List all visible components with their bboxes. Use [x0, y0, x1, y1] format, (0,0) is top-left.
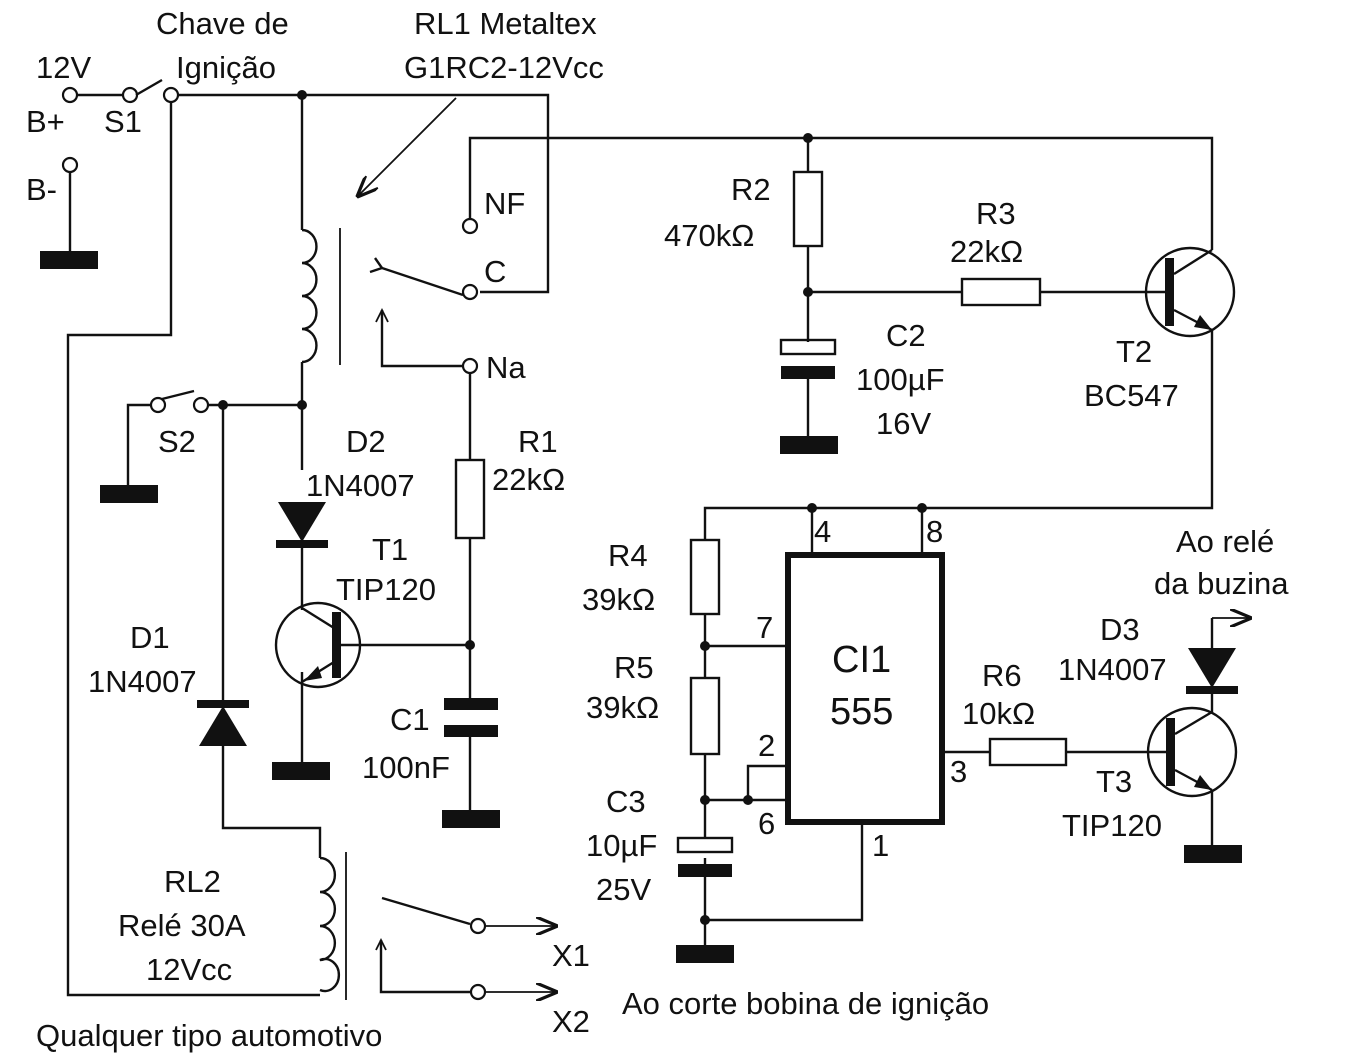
label-d2-part: 1N4007 [306, 468, 415, 503]
ignition-switch-s1 [121, 78, 180, 104]
label-pin-4: 4 [814, 514, 831, 549]
label-ic-name: CI1 [832, 639, 891, 681]
label-ignition-key-2: Ignição [176, 50, 276, 85]
label-r4-name: R4 [608, 538, 648, 573]
label-c3-voltage: 25V [596, 872, 651, 907]
label-t2-part: BC547 [1084, 378, 1179, 413]
label-d1-part: 1N4007 [88, 664, 197, 699]
label-r4-value: 39kΩ [582, 582, 655, 617]
battery-terminals [40, 86, 98, 269]
label-pin-1: 1 [872, 828, 889, 863]
label-r3-name: R3 [976, 196, 1016, 231]
label-d3-name: D3 [1100, 612, 1140, 647]
label-ignition-key-1: Chave de [156, 6, 289, 41]
label-c1-value: 100nF [362, 750, 450, 785]
label-pin-7: 7 [756, 610, 773, 645]
junctions [218, 90, 927, 925]
label-r5-value: 39kΩ [586, 690, 659, 725]
label-ignition-coil-cut: Ao corte bobina de ignição [622, 986, 989, 1021]
label-t1-name: T1 [372, 532, 408, 567]
label-t2-name: T2 [1116, 334, 1152, 369]
resistor-r6 [988, 737, 1068, 767]
label-r5-name: R5 [614, 650, 654, 685]
diode-d2 [276, 502, 328, 548]
label-pin-6: 6 [758, 806, 775, 841]
label-rl2-name: RL2 [164, 864, 221, 899]
label-any-automotive: Qualquer tipo automotivo [36, 1018, 382, 1053]
resistor-r1 [454, 458, 486, 540]
label-rl2-type: Relé 30A [118, 908, 246, 943]
transistor-t1 [272, 601, 362, 780]
transistor-t2 [1144, 246, 1236, 338]
transistor-t3 [1146, 706, 1242, 863]
label-pin-2: 2 [758, 728, 775, 763]
ic-555 [785, 552, 945, 825]
capacitor-c3 [676, 836, 734, 963]
label-x2: X2 [552, 1004, 590, 1039]
label-r1-name: R1 [518, 424, 558, 459]
capacitor-c2 [779, 338, 838, 454]
wires [66, 93, 1214, 997]
label-pin-3: 3 [950, 754, 967, 789]
capacitor-c1 [442, 698, 500, 828]
switch-s2 [100, 389, 210, 503]
label-d3-part: 1N4007 [1058, 652, 1167, 687]
resistor-r2 [792, 170, 824, 248]
labels: 12V B+ B- S1 Chave de Ignição RL1 Metalt… [26, 6, 1289, 1053]
label-na: Na [486, 350, 526, 385]
diode-d1 [197, 700, 249, 746]
label-b-plus: B+ [26, 104, 65, 139]
label-x1: X1 [552, 938, 590, 973]
label-rl1-2: G1RC2-12Vcc [404, 50, 604, 85]
label-t3-part: TIP120 [1062, 808, 1162, 843]
relay-rl2 [319, 852, 556, 1000]
resistor-r5 [689, 676, 721, 756]
diode-d3 [1186, 618, 1250, 694]
label-c2-value: 100µF [856, 362, 945, 397]
label-s1: S1 [104, 104, 142, 139]
label-t3-name: T3 [1096, 764, 1132, 799]
label-horn-relay-1: Ao relé [1176, 524, 1274, 559]
label-s2: S2 [158, 424, 196, 459]
label-r1-value: 22kΩ [492, 462, 565, 497]
label-c3-name: C3 [606, 784, 646, 819]
label-r2-value: 470kΩ [664, 218, 754, 253]
label-r3-value: 22kΩ [950, 234, 1023, 269]
label-r6-name: R6 [982, 658, 1022, 693]
label-c2-name: C2 [886, 318, 926, 353]
label-d2-name: D2 [346, 424, 386, 459]
resistor-r4 [689, 538, 721, 616]
label-horn-relay-2: da buzina [1154, 566, 1289, 601]
label-ic-part: 555 [830, 691, 893, 733]
label-rl1-1: RL1 Metaltex [414, 6, 597, 41]
label-c1-name: C1 [390, 702, 430, 737]
label-r2-name: R2 [731, 172, 771, 207]
label-pin-8: 8 [926, 514, 943, 549]
resistor-r3 [960, 277, 1042, 307]
label-b-minus: B- [26, 172, 57, 207]
label-12v: 12V [36, 50, 91, 85]
label-r6-value: 10kΩ [962, 696, 1035, 731]
label-rl2-voltage: 12Vcc [146, 952, 232, 987]
relay-rl1 [301, 97, 479, 375]
label-d1-name: D1 [130, 620, 170, 655]
label-c: C [484, 254, 506, 289]
label-nf: NF [484, 186, 525, 221]
label-c2-voltage: 16V [876, 406, 931, 441]
label-c3-value: 10µF [586, 828, 657, 863]
label-t1-part: TIP120 [336, 572, 436, 607]
